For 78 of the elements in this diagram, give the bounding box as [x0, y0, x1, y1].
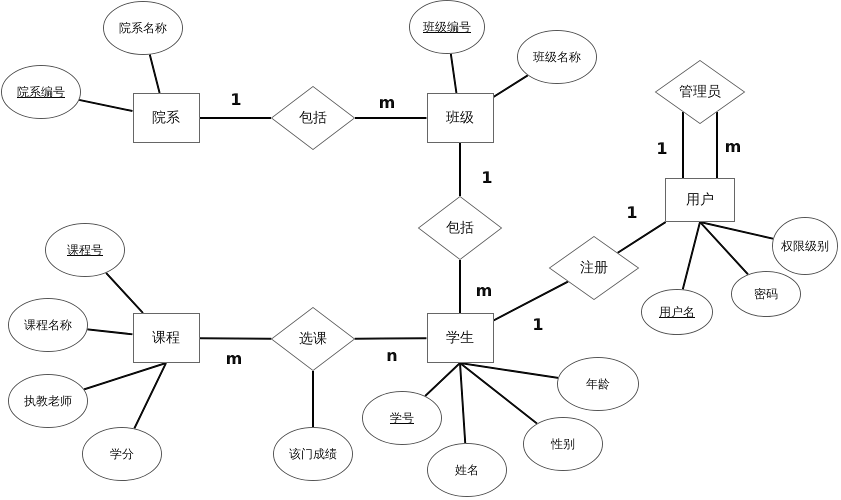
entity-rectangle [132, 313, 200, 363]
attribute-name: 院系名称 [118, 20, 168, 36]
connector-line [134, 362, 167, 429]
connector-line [200, 337, 272, 340]
attribute-ellipse [557, 357, 639, 411]
connector-line [716, 112, 718, 178]
connector-line [424, 362, 461, 397]
relationship-diamond [655, 60, 745, 124]
attribute-ellipse [641, 289, 713, 335]
attribute-ellipse [427, 443, 507, 497]
connector-line [459, 362, 538, 424]
attribute-name: 学号 [389, 410, 415, 426]
attribute-name: 用户名 [658, 304, 696, 320]
connector-line [617, 221, 666, 254]
attribute-ellipse [8, 298, 88, 352]
entity-name: 课程 [151, 330, 181, 346]
relationship-diamond [271, 307, 355, 371]
attribute-name: 院系编号 [16, 84, 66, 100]
attribute-ellipse [82, 427, 162, 481]
connector-line [450, 54, 458, 94]
entity-rectangle [665, 178, 735, 222]
attribute-name: 课程名称 [23, 318, 73, 332]
attribute-ellipse [731, 271, 801, 317]
connector-line [682, 222, 701, 290]
attribute-name: 学分 [109, 446, 135, 462]
connector-line [459, 260, 461, 313]
connector-line [460, 362, 558, 379]
attribute-ellipse [45, 223, 125, 277]
relationship-name: 管理员 [678, 84, 722, 100]
connector-line [312, 371, 314, 427]
entity-rectangle [426, 313, 494, 363]
connector-line [200, 117, 271, 119]
connector-line [492, 74, 528, 98]
connector-line [87, 328, 133, 336]
connector-line [699, 221, 749, 275]
attribute-name: 权限级别 [780, 238, 830, 254]
relationship-name: 包括 [445, 220, 475, 236]
attribute-ellipse [409, 0, 485, 54]
entity-name: 用户 [685, 192, 715, 208]
relationship-name: 选课 [298, 330, 328, 348]
connector-line [84, 362, 166, 390]
attribute-name: 年龄 [585, 376, 611, 392]
attribute-ellipse [103, 1, 183, 55]
connector-line [682, 112, 684, 178]
attribute-name: 班级名称 [532, 50, 582, 64]
entity-rectangle [132, 93, 200, 143]
attribute-ellipse [8, 374, 88, 428]
attribute-ellipse [772, 217, 838, 275]
connector-line [355, 117, 426, 119]
attribute-ellipse [362, 391, 442, 445]
attribute-name: 该门成绩 [288, 446, 338, 462]
attribute-name: 性别 [550, 436, 576, 452]
attribute-ellipse [1, 65, 81, 119]
attribute-name: 姓名 [454, 462, 480, 478]
relationship-diamond [549, 236, 639, 300]
attribute-name: 班级编号 [422, 20, 472, 34]
connector-line [148, 54, 161, 94]
entity-name: 学生 [445, 330, 475, 346]
entity-rectangle [426, 93, 494, 143]
connector-line [459, 362, 466, 444]
attribute-name: 密码 [753, 286, 779, 302]
connector-line [493, 280, 569, 322]
connector-line [354, 337, 426, 340]
attribute-ellipse [273, 427, 353, 481]
connector-line [79, 98, 133, 112]
attribute-ellipse [523, 417, 603, 471]
relationship-diamond [271, 86, 355, 150]
connector-line [459, 143, 461, 196]
relationship-diamond [418, 196, 502, 260]
attribute-name: 课程号 [66, 242, 104, 258]
entity-name: 班级 [445, 110, 475, 126]
connector-line [105, 272, 144, 314]
connector-line [700, 221, 774, 240]
attribute-ellipse [517, 30, 597, 84]
relationship-name: 注册 [579, 260, 609, 276]
attribute-name: 执教老师 [23, 394, 73, 408]
entity-name: 院系 [151, 110, 181, 126]
relationship-name: 包括 [298, 110, 328, 126]
